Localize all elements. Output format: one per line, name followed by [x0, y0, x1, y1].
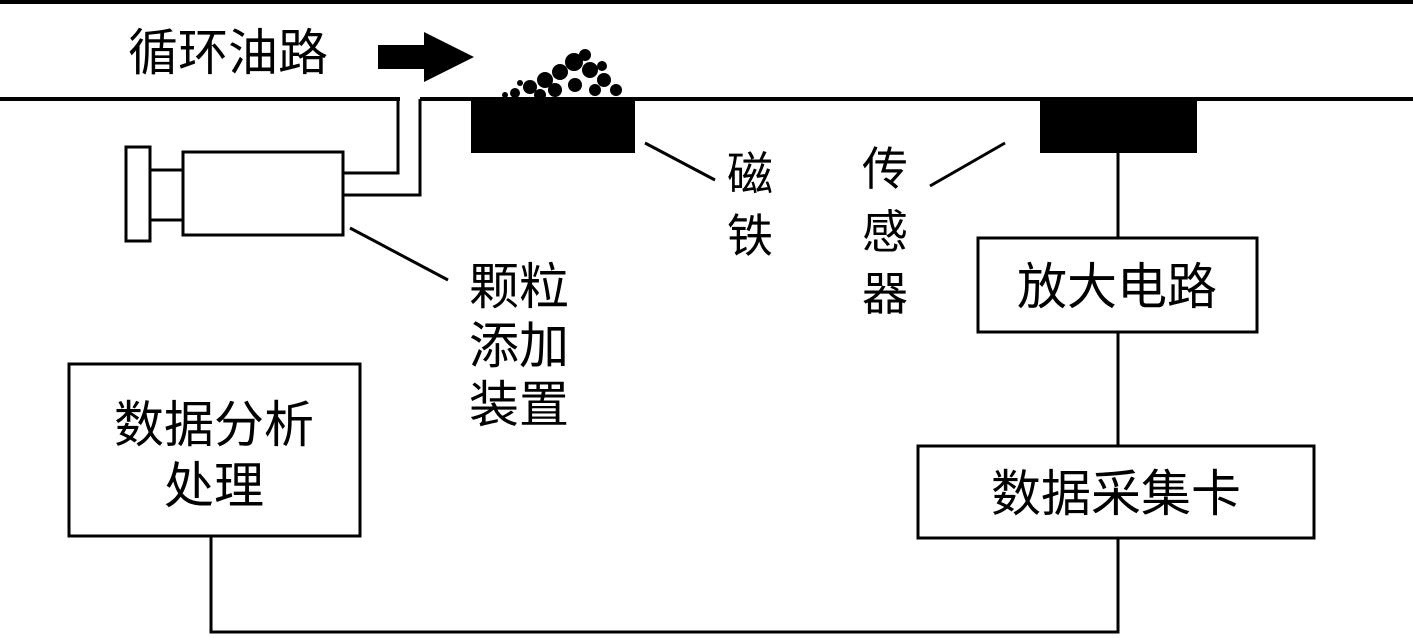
amplifier-label: 放大电路	[1017, 258, 1217, 316]
data-acquisition-card-box	[916, 444, 1316, 540]
magnet-block	[471, 99, 635, 153]
injection-tube	[343, 99, 422, 197]
oil-path-label: 循环油路	[128, 24, 328, 82]
sensor-label-line3: 器	[862, 267, 908, 321]
debris-particles	[502, 49, 622, 101]
particle-adding-device	[124, 145, 345, 243]
magnet-label-line1: 磁	[727, 147, 773, 201]
sensor-block	[1040, 99, 1197, 153]
magnet-leader-line	[644, 141, 716, 182]
data-analysis-label-line2: 处理	[164, 457, 264, 515]
sensor-leader-line	[929, 141, 1006, 188]
amplifier-box	[976, 236, 1259, 334]
data-analysis-label-line1: 数据分析	[114, 396, 314, 454]
device-label-line1: 颗粒	[469, 258, 569, 316]
device-label-line3: 装置	[469, 376, 569, 434]
flow-arrow-icon	[378, 32, 474, 82]
data-acquisition-card-label: 数据采集卡	[991, 465, 1241, 523]
device-label-line2: 添加	[469, 317, 569, 375]
device-leader-line	[349, 226, 449, 282]
sensor-label-line1: 传	[862, 142, 908, 196]
signal-wires	[209, 153, 1120, 634]
sensor-label-line2: 感	[862, 205, 908, 259]
magnet-label-line2: 铁	[727, 209, 773, 263]
data-analysis-box	[67, 362, 362, 538]
